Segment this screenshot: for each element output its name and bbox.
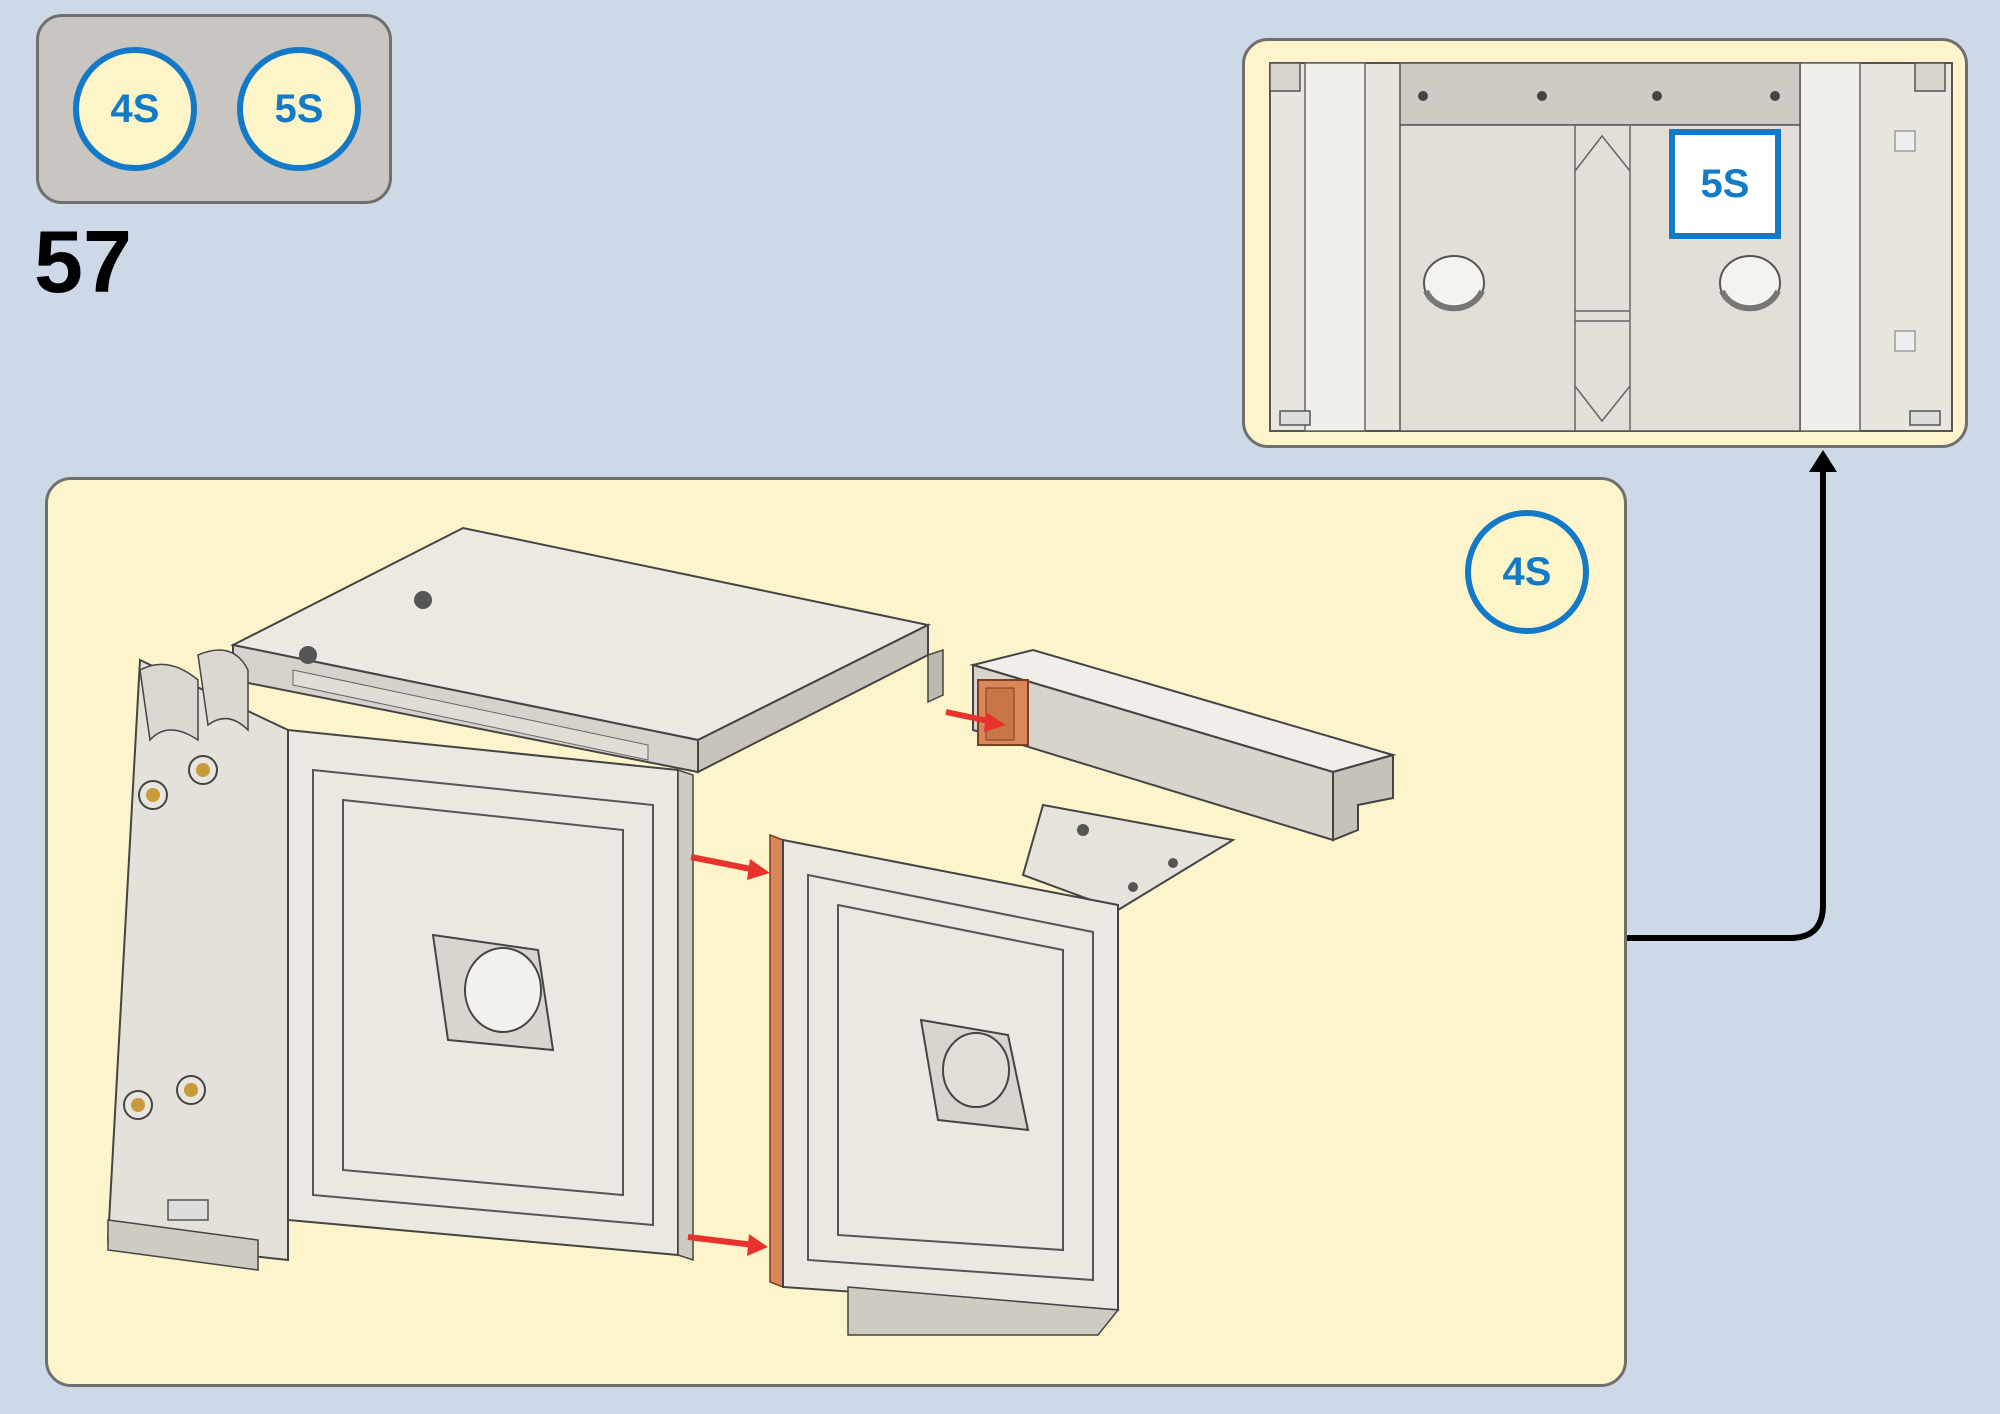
part-tag-5s: 5S <box>1669 129 1781 239</box>
step-number: 57 <box>34 212 132 311</box>
part-badge-4s: 4S <box>73 47 197 171</box>
part-badge-4s-main: 4S <box>1465 510 1589 634</box>
detail-panel: 5S <box>1242 38 1968 448</box>
detail-drawing <box>1269 62 1953 432</box>
main-panel: 4S <box>45 477 1627 1387</box>
assembly-drawing <box>106 526 1397 1336</box>
part-badge-5s: 5S <box>237 47 361 171</box>
parts-needed-box: 4S 5S <box>36 14 392 204</box>
